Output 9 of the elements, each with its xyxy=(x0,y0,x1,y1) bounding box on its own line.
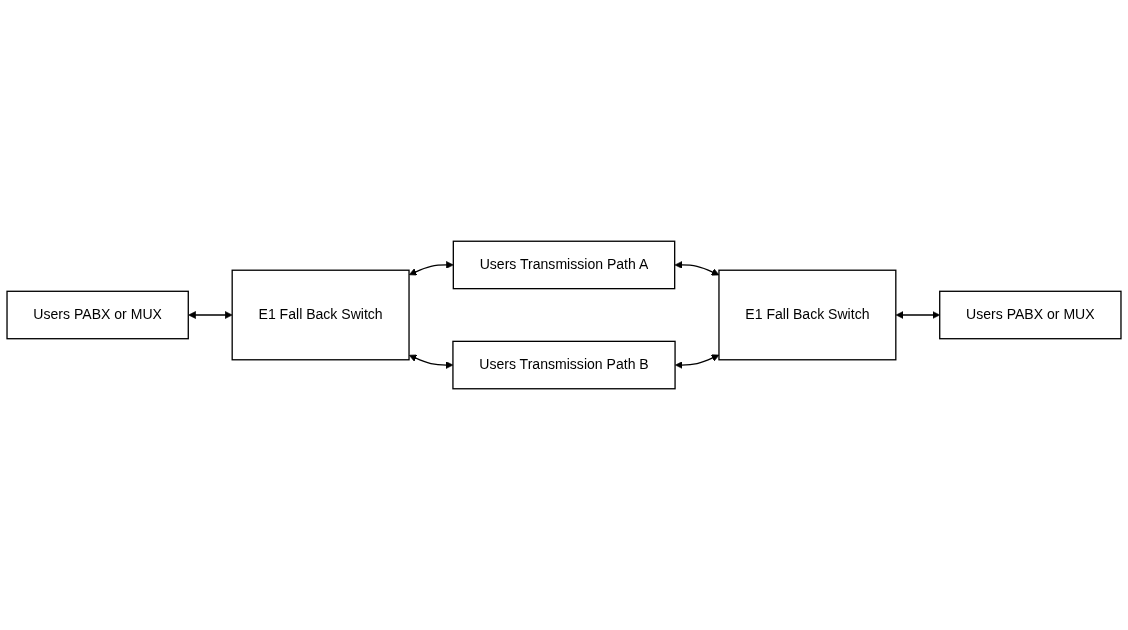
node-box: Users PABX or MUX xyxy=(6,290,189,340)
node-box: Users PABX or MUX xyxy=(939,290,1122,340)
node-box: E1 Fall Back Switch xyxy=(231,269,410,361)
node-box: E1 Fall Back Switch xyxy=(718,269,897,361)
arrow xyxy=(188,311,233,319)
node-box: Users Transmission Path B xyxy=(452,340,676,390)
node-box: Users Transmission Path A xyxy=(452,240,676,290)
arrow xyxy=(675,354,720,369)
arrow xyxy=(409,261,454,276)
